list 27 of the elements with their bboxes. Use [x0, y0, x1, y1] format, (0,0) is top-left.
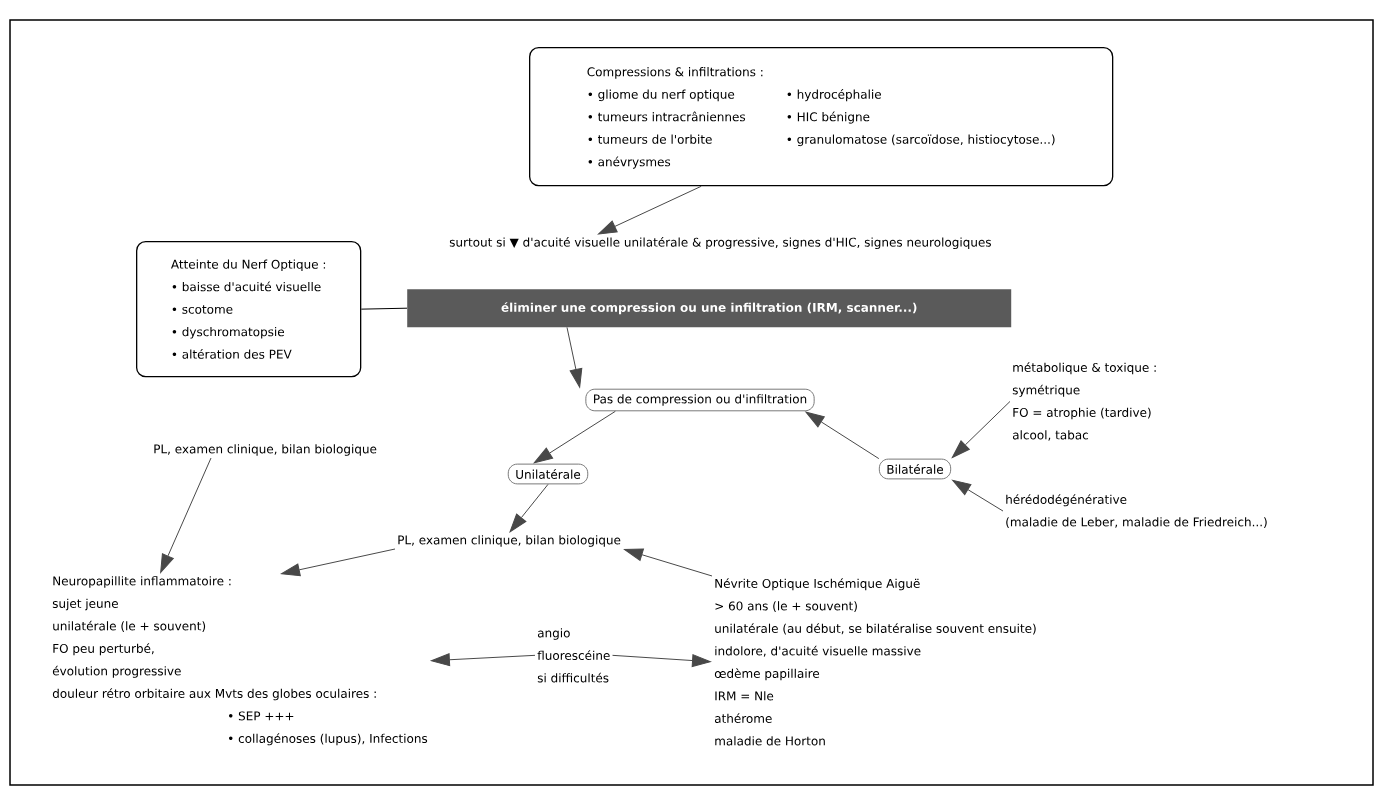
arrow: [281, 548, 396, 577]
arrow: [431, 653, 536, 667]
diagnosis-text: Neuropapillite inflammatoire : sujet jeune unilatérale (le + souvent) FO peu perturbé, évolution progressive douleur rétro orbitaire aux Mvts des globes oculaires : • SEP +++ • collagénoses (lupus), Infections: [52, 576, 428, 746]
arrow: [952, 479, 1004, 512]
arrow: [805, 411, 880, 460]
rounded-box: Unilatérale: [507, 463, 589, 485]
diagnosis-text: Névrite Optique Ischémique Aiguë > 60 ans (le + souvent) unilatérale (au début, se bilatéralise souvent ensuite) indolore, d'acuité visuelle massive œdème papillaire IRM = Nle athérome maladie de Horton: [714, 578, 1036, 746]
arrow: [566, 326, 583, 388]
arrow: [624, 548, 713, 577]
cause-text: métabolique & toxique : symétrique FO = atrophie (tardive) alcool, tabac: [1012, 362, 1156, 441]
list-box: Compressions & infiltrations : • gliome du nerf optique • hydrocéphalie • tumeurs intracrâniennes • HIC bénigne • tumeurs de l'orbite • granulomatose (sarcoïdose, histiocytose...) • anévrysmes: [529, 47, 1114, 187]
action-bar: éliminer une compression ou une infiltration (IRM, scanner...): [407, 289, 1012, 328]
arrow: [509, 483, 549, 533]
arrow: [612, 654, 711, 667]
note-text: angio fluorescéine si difficultés: [537, 628, 610, 683]
list-box: Atteinte du Nerf Optique : • baisse d'acuité visuelle • scotome • dyschromatopsie • altération des PEV: [136, 241, 362, 378]
note-text: PL, examen clinique, bilan biologique: [154, 444, 377, 456]
arrow: [951, 400, 1011, 458]
arrow: [160, 457, 212, 573]
arrow: [598, 185, 702, 235]
cause-text: hérédodégénérative (maladie de Leber, maladie de Friedreich...): [1006, 494, 1267, 528]
rounded-box: Bilatérale: [878, 458, 952, 480]
condition-text: surtout si ▼ d'acuité visuelle unilatérale & progressive, signes d'HIC, signes neurologiques: [449, 236, 991, 250]
note-text: PL, examen clinique, bilan biologique: [398, 535, 621, 547]
connector-line: [360, 307, 408, 310]
rounded-box: Pas de compression ou d'infiltration: [585, 388, 815, 412]
arrow: [533, 410, 616, 464]
